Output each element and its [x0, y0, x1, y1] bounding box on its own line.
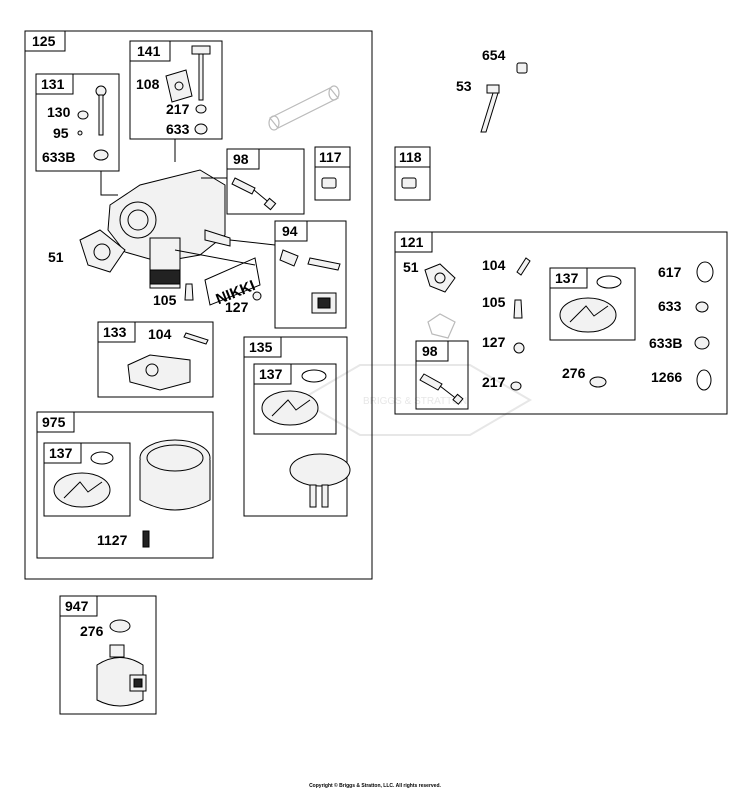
- box-98-kit-label: 98: [422, 343, 438, 359]
- callout-105: 105: [153, 292, 177, 308]
- washer-276-part: [109, 619, 131, 633]
- needle-105-part: [184, 283, 194, 301]
- plug-117-part: [321, 177, 337, 189]
- needle-105-kit-part: [513, 299, 523, 319]
- box-94-label: 94: [282, 223, 298, 239]
- stud-53-part: [480, 84, 500, 133]
- callout-108: 108: [136, 76, 160, 92]
- callout-127: 127: [225, 299, 249, 315]
- callout-1266: 1266: [651, 369, 682, 385]
- box-131: [35, 73, 120, 172]
- choke-shaft-part: [77, 85, 109, 161]
- box-117-label: 117: [319, 149, 342, 165]
- box-94: [274, 220, 347, 329]
- callout-104-kit: 104: [482, 257, 506, 273]
- box-125: [24, 30, 373, 580]
- nut-654-part: [516, 62, 528, 74]
- box-975: [36, 411, 214, 559]
- carburetor-body-part: [107, 169, 231, 289]
- box-137-c-label: 137: [555, 270, 579, 286]
- screw-spring-98-part: [231, 177, 277, 211]
- box-137-a-label: 137: [259, 366, 283, 382]
- callout-633B: 633B: [42, 149, 75, 165]
- seal-633B-kit-part: [694, 336, 710, 350]
- pin-104-part: [183, 332, 209, 345]
- callout-105-kit: 105: [482, 294, 506, 310]
- box-117: [314, 146, 351, 201]
- callout-633B-kit: 633B: [649, 335, 682, 351]
- seal-633-kit-part: [695, 301, 709, 313]
- callout-633: 633: [166, 121, 190, 137]
- float-bowl-part: [139, 439, 211, 511]
- box-141-label: 141: [137, 43, 161, 59]
- callout-276: 276: [80, 623, 104, 639]
- box-947-label: 947: [65, 598, 89, 614]
- box-137-c: [549, 267, 636, 341]
- callout-276-kit: 276: [562, 365, 586, 381]
- screw-1127-part: [142, 530, 150, 548]
- box-135: [243, 336, 348, 517]
- washer-127-part: [252, 291, 262, 301]
- copyright-text: Copyright © Briggs & Stratton, LLC. All …: [309, 783, 441, 789]
- box-121-label: 121: [400, 234, 424, 250]
- gasket-51-part: [79, 229, 126, 273]
- callout-1127: 1127: [97, 532, 128, 548]
- box-947: [59, 595, 157, 715]
- ghost-tube-part: [268, 85, 340, 131]
- box-133-label: 133: [103, 324, 127, 340]
- box-137-b-label: 137: [49, 445, 73, 461]
- box-135-label: 135: [249, 339, 273, 355]
- box-137-b: [43, 442, 131, 517]
- solenoid-94-part: [279, 249, 341, 314]
- box-137-a: [253, 363, 337, 435]
- diaphragm-plate-part: [289, 453, 351, 508]
- box-98-label: 98: [233, 151, 249, 167]
- gasket-kit-137-a-part: [261, 390, 319, 426]
- clip-217-kit-part: [510, 381, 522, 391]
- box-125-tag: [24, 30, 66, 52]
- oring-1266-part: [696, 369, 712, 391]
- box-975-label: 975: [42, 414, 66, 430]
- callout-217: 217: [166, 101, 190, 117]
- gasket-kit-137-b-part: [53, 472, 111, 508]
- watermark-logo: BRIGGS & STRATTON: [298, 364, 532, 436]
- callout-51: 51: [48, 249, 64, 265]
- box-98: [226, 148, 305, 215]
- box-125-label: 125: [32, 33, 56, 49]
- box-141: [129, 40, 223, 140]
- pin-104-kit-part: [516, 257, 531, 276]
- oring-617-part: [696, 261, 714, 283]
- box-118-label: 118: [399, 149, 422, 165]
- callout-53: 53: [456, 78, 472, 94]
- callout-51-kit: 51: [403, 259, 419, 275]
- box-121: [394, 231, 728, 415]
- callout-217-kit: 217: [482, 374, 506, 390]
- callout-633-kit: 633: [658, 298, 682, 314]
- fuel-solenoid-947-part: [96, 644, 147, 707]
- watermark-text: BRIGGS & STRATTON: [363, 396, 467, 407]
- callout-130: 130: [47, 104, 71, 120]
- gasket-51-kit-part: [424, 263, 456, 339]
- plug-118-part: [401, 177, 417, 189]
- float-133-part: [127, 354, 191, 391]
- oring-part: [301, 369, 327, 383]
- gasket-kit-137-c-part: [559, 297, 617, 333]
- box-133: [97, 321, 214, 398]
- callout-127-kit: 127: [482, 334, 506, 350]
- callout-95: 95: [53, 125, 69, 141]
- washer-127-kit-part: [513, 342, 525, 354]
- box-118: [394, 146, 431, 201]
- throttle-shaft-part: [165, 45, 211, 135]
- callout-104: 104: [148, 326, 172, 342]
- callout-654: 654: [482, 47, 506, 63]
- screw-spring-98-kit-part: [419, 373, 464, 405]
- callout-617: 617: [658, 264, 682, 280]
- box-131-label: 131: [41, 76, 65, 92]
- washer-276-kit-part: [589, 376, 607, 388]
